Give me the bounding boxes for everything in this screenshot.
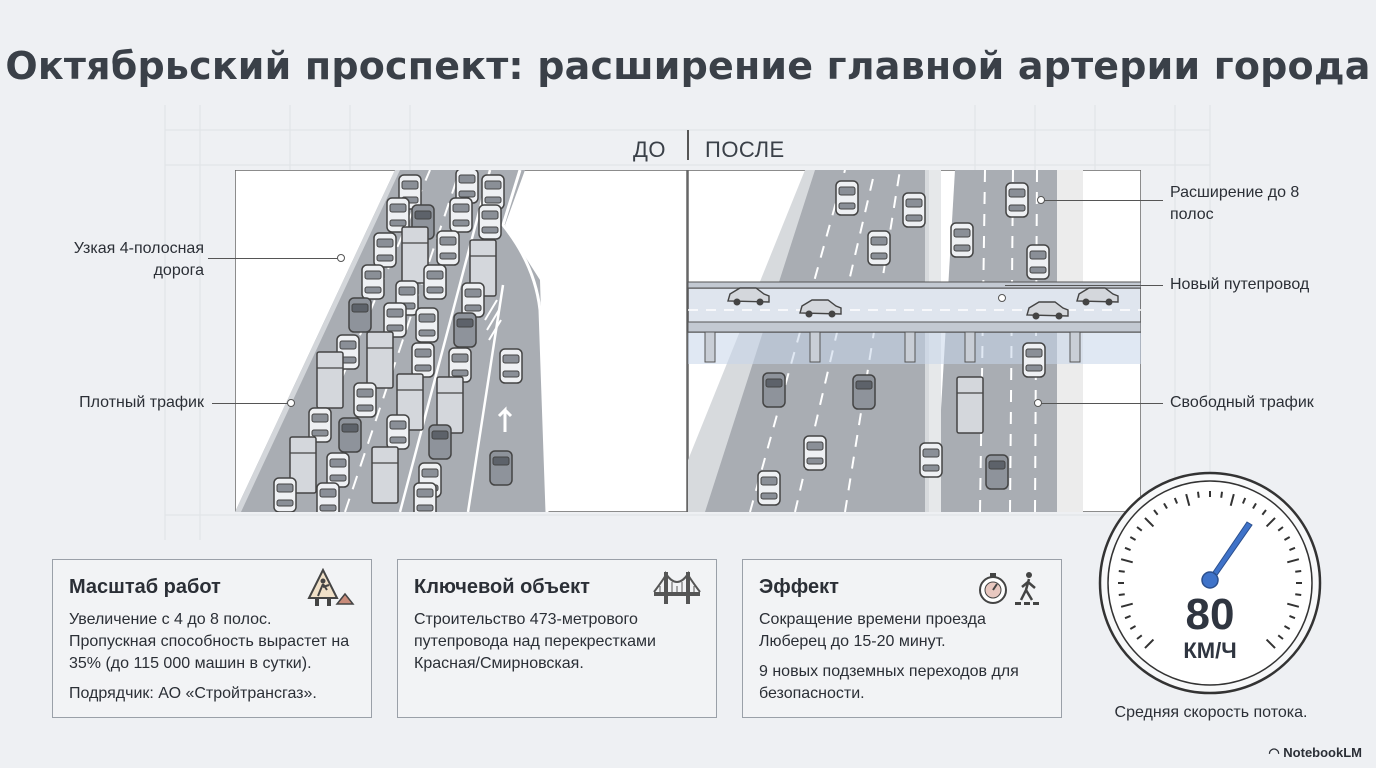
stopwatch-pedestrian-icon bbox=[979, 572, 1039, 605]
gauge-tick bbox=[1173, 497, 1179, 504]
gauge-tick bbox=[1252, 502, 1257, 510]
speedometer-gauge bbox=[1098, 471, 1322, 695]
gauge-tick bbox=[1136, 526, 1143, 532]
narrow-road-leader bbox=[208, 258, 340, 259]
gauge-tick bbox=[1129, 536, 1137, 541]
gauge-tick bbox=[1220, 491, 1223, 498]
gauge-tick bbox=[1124, 546, 1131, 552]
road-works-icon bbox=[307, 568, 355, 606]
before-label: ДО bbox=[633, 137, 667, 162]
gauge-tick bbox=[1163, 502, 1168, 510]
card-title: Эффект bbox=[759, 576, 839, 598]
free-traffic-leader bbox=[1040, 403, 1163, 404]
new-overpass-label: Новый путепровод bbox=[1170, 276, 1310, 293]
gauge-tick bbox=[1283, 625, 1291, 630]
gauge-tick bbox=[1261, 509, 1267, 516]
bridge-icon bbox=[653, 570, 701, 604]
card-text-secondary: 9 новых подземных переходов для безопасн… bbox=[759, 663, 1019, 702]
narrow-road-label: Узкая 4-полосная дорога bbox=[73, 240, 204, 279]
gauge-tick bbox=[1283, 536, 1291, 541]
before-after-divider bbox=[687, 130, 689, 160]
effect-card: Эффект Сокращение времени проезда Любере… bbox=[742, 559, 1062, 718]
widening-marker bbox=[1037, 196, 1045, 204]
gauge-tick bbox=[1241, 497, 1247, 504]
notebooklm-icon: ◠ bbox=[1268, 745, 1284, 760]
gauge-tick bbox=[1289, 614, 1296, 620]
gauge-tick bbox=[1120, 602, 1133, 608]
card-title: Масштаб работ bbox=[69, 576, 221, 598]
brand-name: NotebookLM bbox=[1283, 745, 1362, 760]
speed-caption: Средняя скорость потока. bbox=[1114, 704, 1308, 721]
card-text: Сокращение времени проезда Люберец до 15… bbox=[759, 611, 986, 650]
new-overpass-leader bbox=[1005, 285, 1163, 286]
card-text: Строительство 473-метрового путепровода … bbox=[414, 611, 656, 672]
gauge-tick bbox=[1144, 517, 1155, 528]
page-title: Октябрьский проспект: расширение главной… bbox=[5, 44, 1371, 88]
gauge-tick bbox=[1197, 491, 1200, 498]
gauge-tick bbox=[1120, 558, 1133, 564]
gauge-tick bbox=[1144, 638, 1155, 649]
gauge-tick bbox=[1229, 493, 1235, 506]
before-after-illustration bbox=[235, 170, 1141, 512]
free-traffic-label: Свободный трафик bbox=[1170, 394, 1314, 411]
gauge-tick bbox=[1277, 526, 1284, 532]
gauge-tick bbox=[1295, 570, 1302, 573]
key-object-card: Ключевой объект Строительство 473-метров… bbox=[397, 559, 717, 718]
gauge-tick bbox=[1295, 593, 1302, 596]
scale-of-works-card: Масштаб работ Увеличение с 4 до 8 полос.… bbox=[52, 559, 372, 718]
widening-leader bbox=[1043, 200, 1163, 201]
gauge-tick bbox=[1265, 517, 1276, 528]
widening-label: Расширение до 8 полос bbox=[1170, 184, 1300, 223]
gauge-tick bbox=[1287, 602, 1300, 608]
dense-traffic-label: Плотный трафик bbox=[79, 394, 204, 411]
gauge-tick bbox=[1289, 546, 1296, 552]
gauge-tick bbox=[1136, 634, 1143, 640]
new-overpass-marker bbox=[998, 294, 1006, 302]
free-traffic-marker bbox=[1034, 399, 1042, 407]
gauge-tick bbox=[1277, 634, 1284, 640]
gauge-tick bbox=[1265, 638, 1276, 649]
gauge-tick bbox=[1153, 509, 1159, 516]
gauge-tick bbox=[1118, 570, 1125, 573]
after-label: ПОСЛЕ bbox=[705, 137, 785, 162]
gauge-tick bbox=[1118, 593, 1125, 596]
brand-logo: ◠ NotebookLM bbox=[1268, 745, 1362, 761]
card-text-secondary: Подрядчик: АО «Стройтрансгаз». bbox=[69, 685, 317, 702]
gauge-tick bbox=[1129, 625, 1137, 630]
card-title: Ключевой объект bbox=[414, 576, 590, 598]
speed-unit: КМ/Ч bbox=[1183, 638, 1237, 663]
gauge-tick bbox=[1185, 493, 1191, 506]
dense-traffic-marker bbox=[287, 399, 295, 407]
gauge-tick bbox=[1287, 558, 1300, 564]
narrow-road-marker bbox=[337, 254, 345, 262]
gauge-tick bbox=[1124, 614, 1131, 620]
card-text: Увеличение с 4 до 8 полос. Пропускная сп… bbox=[69, 611, 350, 672]
dense-traffic-leader bbox=[212, 403, 290, 404]
speed-value: 80 bbox=[1185, 590, 1235, 639]
